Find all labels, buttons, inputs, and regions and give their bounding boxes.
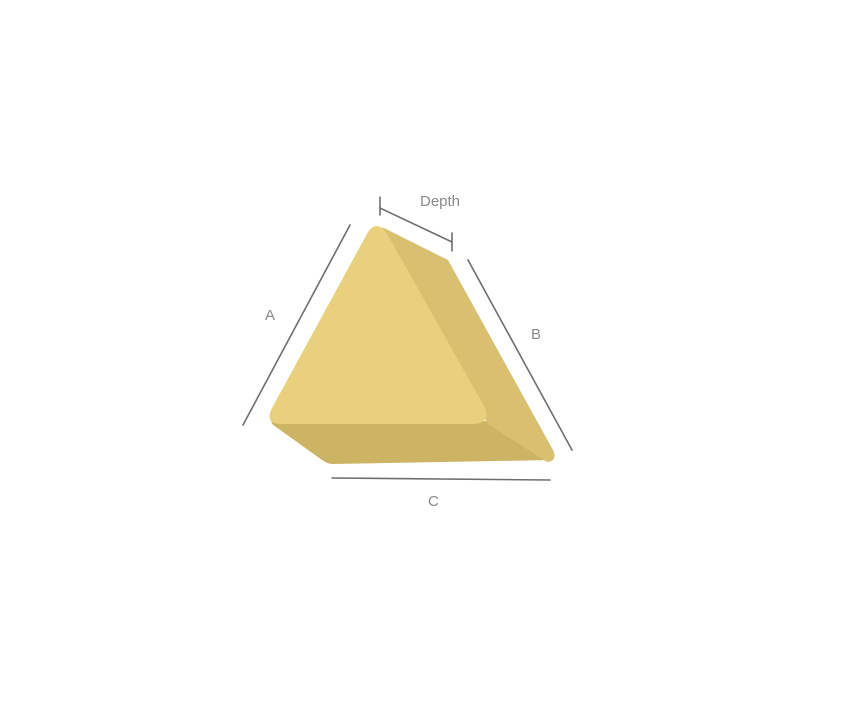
label-a: A (265, 307, 275, 324)
dimension-line-a (242, 224, 351, 426)
depth-label: Depth (420, 193, 460, 210)
prism-right-face (382, 227, 555, 462)
prism-front-face (269, 226, 487, 424)
label-b: B (531, 326, 541, 343)
depth-dimension (379, 196, 453, 252)
dimension-line-c (331, 477, 551, 481)
label-c: C (428, 493, 439, 510)
prism-shape (269, 226, 555, 464)
prism-bottom-face (271, 421, 553, 464)
dimension-line-b (467, 259, 573, 451)
